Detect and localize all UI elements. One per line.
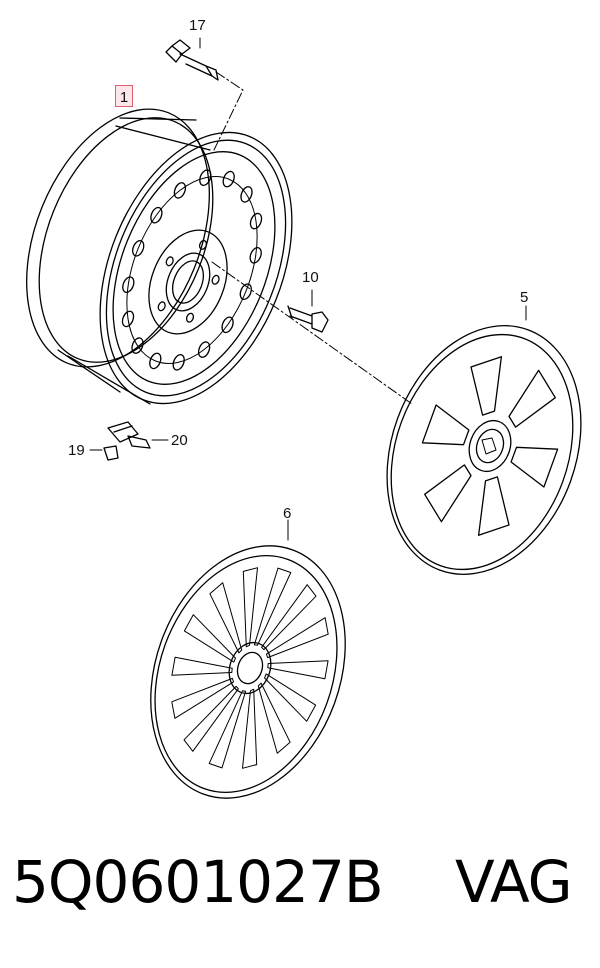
hubcap-spoke (183, 614, 236, 663)
hubcap-spoke (253, 567, 292, 646)
callout-clip-small: 19 (68, 442, 85, 459)
vent-hole (197, 341, 211, 358)
hubcap-spoke (171, 656, 233, 676)
hubcap-spoke (208, 690, 247, 769)
vent-hole (131, 337, 144, 354)
hubcap-spoke (171, 677, 234, 719)
vent-hole (221, 316, 234, 334)
lug-hole (185, 312, 195, 323)
callout-bolt: 10 (302, 269, 319, 286)
hubcap-6 (150, 519, 346, 799)
lug-hole (165, 256, 174, 267)
vent-hole (199, 169, 212, 187)
hubcap-spoke (257, 682, 291, 754)
lug-hole (198, 239, 208, 250)
callout-wheel: 1 (119, 89, 129, 106)
hubcap-spoke (267, 660, 329, 680)
hubcap-5 (386, 305, 582, 575)
vent-hole (172, 353, 185, 371)
vent-hole (222, 170, 235, 188)
vent-hole (150, 206, 163, 224)
vent-hole (249, 246, 262, 264)
hubcap-spoke (183, 685, 239, 752)
callout-clip-large: 20 (171, 432, 188, 449)
assembly-guide-lines (211, 71, 413, 405)
steel-wheel (26, 108, 293, 405)
vent-hole (239, 283, 252, 301)
callout-hubcap-b: 6 (283, 505, 292, 522)
retaining-clips (89, 421, 169, 461)
hubcap-6-spokes (171, 567, 329, 769)
lug-hole (157, 301, 166, 312)
wheel-bolt (287, 289, 329, 333)
lug-hole (211, 274, 220, 285)
exploded-wheel-illustration (26, 37, 582, 799)
vent-hole (132, 239, 145, 257)
vent-hole (121, 310, 135, 328)
hubcap-window (424, 464, 472, 523)
hubcap-spoke (264, 673, 317, 722)
vent-hole (122, 276, 135, 294)
valve-stem (165, 37, 219, 81)
wheel-vent-holes (121, 169, 263, 371)
hubcap-window (508, 369, 556, 428)
brand-label: VAG (455, 848, 573, 916)
part-number: 5Q0601027B (12, 848, 384, 916)
wheel-lug-holes (157, 239, 220, 323)
hubcap-spoke (242, 567, 258, 648)
hubcap-spoke (242, 688, 258, 769)
hubcap-window (421, 404, 470, 446)
vent-hole (249, 212, 263, 230)
hubcap-spoke (209, 582, 243, 654)
vent-hole (240, 186, 253, 203)
hubcap-window (470, 356, 503, 416)
vent-hole (173, 182, 187, 199)
callout-wheel-highlight[interactable]: 1 (115, 85, 133, 107)
diagram-footer: 5Q0601027B VAG (0, 848, 600, 948)
vent-hole (149, 352, 162, 370)
callout-valve: 17 (189, 17, 206, 34)
callout-hubcap-a: 5 (520, 289, 529, 306)
hubcap-5-windows (421, 356, 559, 536)
hubcap-window (477, 476, 510, 536)
hubcap-window (510, 446, 559, 488)
hubcap-spoke (266, 617, 329, 659)
hubcap-spoke (261, 584, 317, 651)
